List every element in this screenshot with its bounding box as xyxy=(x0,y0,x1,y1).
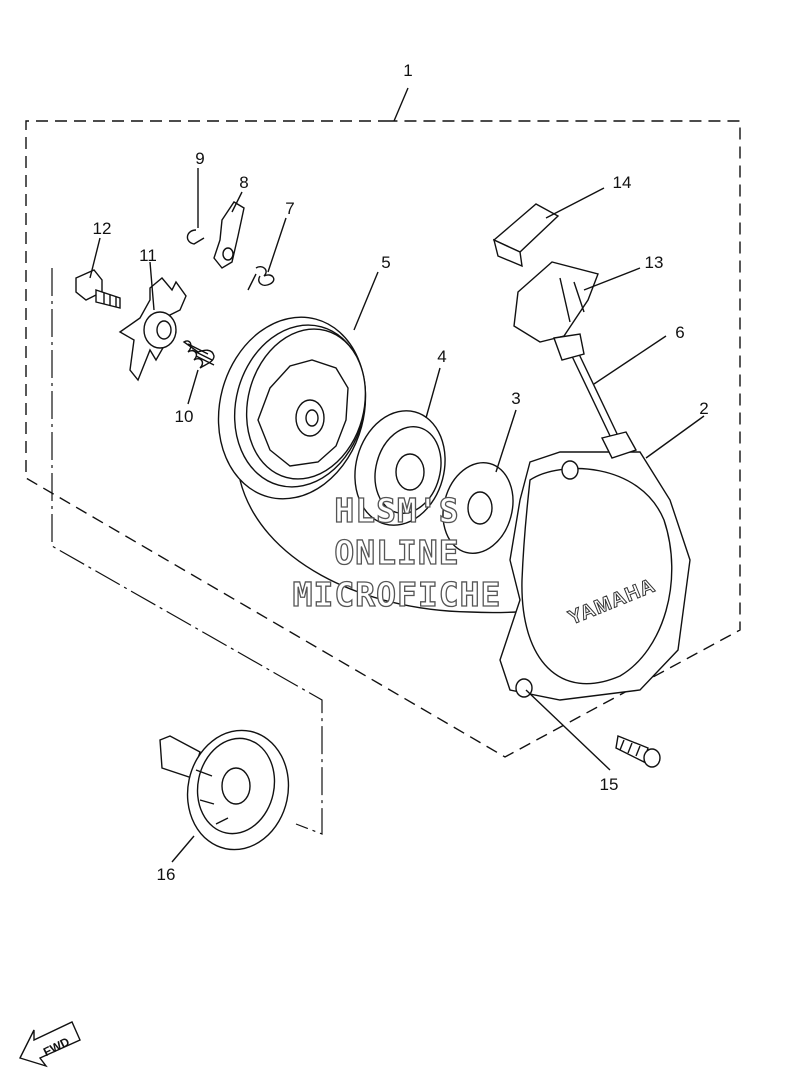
callout-10: 10 xyxy=(175,407,194,426)
callout-15: 15 xyxy=(600,775,619,794)
part-4-drive-plate[interactable] xyxy=(342,401,457,536)
callout-1: 1 xyxy=(403,61,412,80)
callout-7: 7 xyxy=(285,199,294,218)
callout-9: 9 xyxy=(195,149,204,168)
part-2-starter-cover[interactable]: YAMAHA xyxy=(499,451,691,701)
callout-13: 13 xyxy=(645,253,664,272)
callout-6: 6 xyxy=(675,323,684,342)
part-16-drive-cup[interactable] xyxy=(159,721,299,859)
callout-14: 14 xyxy=(613,173,632,192)
watermark-line-1: HLSM'S xyxy=(334,491,459,530)
watermark-line-2: ONLINE xyxy=(334,533,459,572)
watermark-line-3: MICROFICHE xyxy=(293,575,502,614)
assembly-boundary xyxy=(25,120,741,758)
callout-8: 8 xyxy=(239,173,248,192)
part-13-handle[interactable] xyxy=(513,261,599,361)
part-3-washer[interactable] xyxy=(433,455,522,561)
chain-bracket xyxy=(51,268,323,835)
fwd-arrow-icon: FWD xyxy=(19,1021,81,1068)
callout-5: 5 xyxy=(381,253,390,272)
part-7-spring[interactable] xyxy=(247,266,275,291)
callout-16: 16 xyxy=(157,865,176,884)
part-5-pulley[interactable] xyxy=(199,300,386,515)
part-9-circlip[interactable] xyxy=(186,229,205,245)
part-11-plate[interactable] xyxy=(118,277,187,382)
part-14-handle-insert[interactable] xyxy=(492,203,560,268)
leader-lines xyxy=(89,168,705,863)
callout-4: 4 xyxy=(437,347,446,366)
part-10-spring[interactable] xyxy=(182,340,215,369)
part-8-pawl[interactable] xyxy=(213,201,245,269)
part-15-screw[interactable] xyxy=(615,735,661,768)
part-12-bolt[interactable] xyxy=(75,269,121,309)
callout-11: 11 xyxy=(139,246,157,265)
callout-12: 12 xyxy=(93,219,112,238)
callout-3: 3 xyxy=(511,389,520,408)
callout-2: 2 xyxy=(699,399,708,418)
part-6-rope-lead[interactable] xyxy=(569,351,638,459)
callout-leader-1 xyxy=(393,87,409,122)
